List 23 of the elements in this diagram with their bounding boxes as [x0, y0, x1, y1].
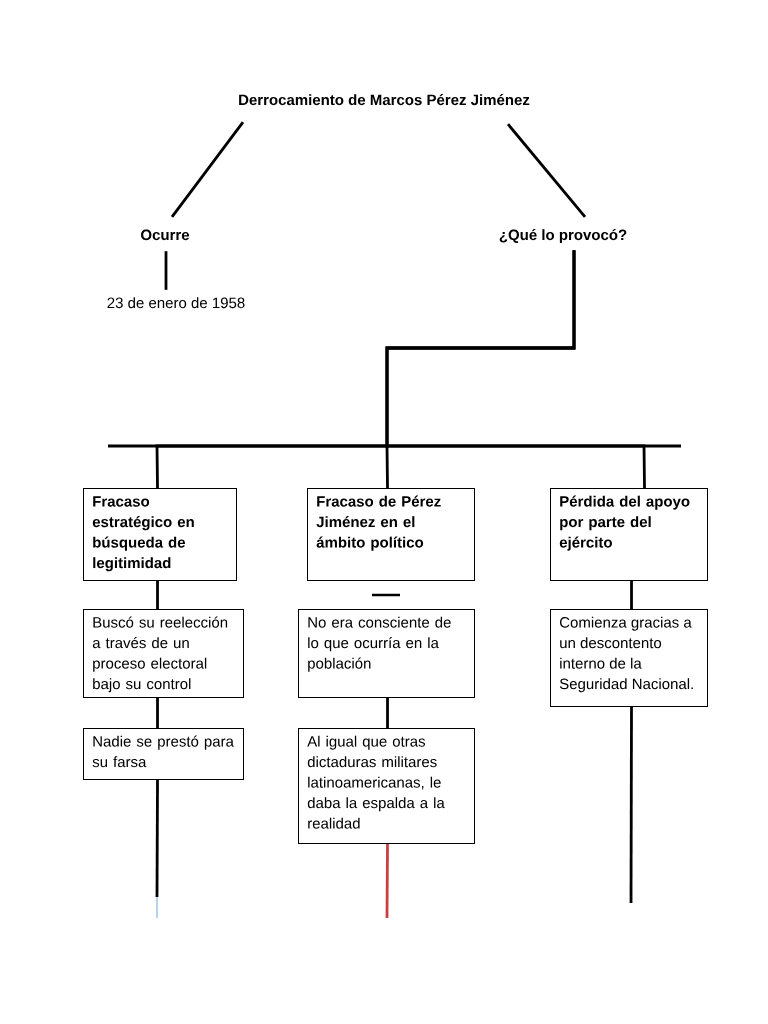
text-box: Buscó su reelección a través de un proceso electoral bajo su control	[83, 609, 244, 698]
text-box: No era consciente de lo que ocurría en la población	[298, 609, 475, 698]
connector-line	[155, 780, 159, 897]
connector-line	[385, 844, 389, 918]
connector-line	[156, 581, 159, 609]
connector-line	[629, 707, 633, 903]
text-box: Nadie se prestó para su farsa	[83, 728, 244, 780]
text-box: Pérdida del apoyo por parte del ejército	[550, 488, 708, 581]
text-box: Comienza gracias a un descontento interno de la Seguridad Nacional.	[550, 609, 708, 707]
connector-line	[386, 698, 389, 728]
connector-line	[164, 251, 168, 290]
connector-line	[156, 698, 159, 728]
text-box: Fracaso de Pérez Jiménez en el ámbito político	[307, 488, 475, 581]
connector-line	[506, 123, 587, 218]
branch-label: Ocurre	[141, 229, 190, 241]
date-text: 23 de enero de 1958	[107, 297, 245, 309]
heading-text: Derrocamiento de Marcos Pérez Jiménez	[239, 94, 530, 106]
text-box: Fracaso estratégico en búsqueda de legitimidad	[83, 488, 237, 581]
connector-line	[385, 250, 646, 489]
connector-line	[170, 121, 245, 218]
connector-line	[630, 581, 633, 609]
text-box: Al igual que otras dictaduras militares latinoamericanas, le daba la espalda a la realidad	[298, 728, 475, 844]
branch-label: ¿Qué lo provocó?	[499, 229, 627, 244]
